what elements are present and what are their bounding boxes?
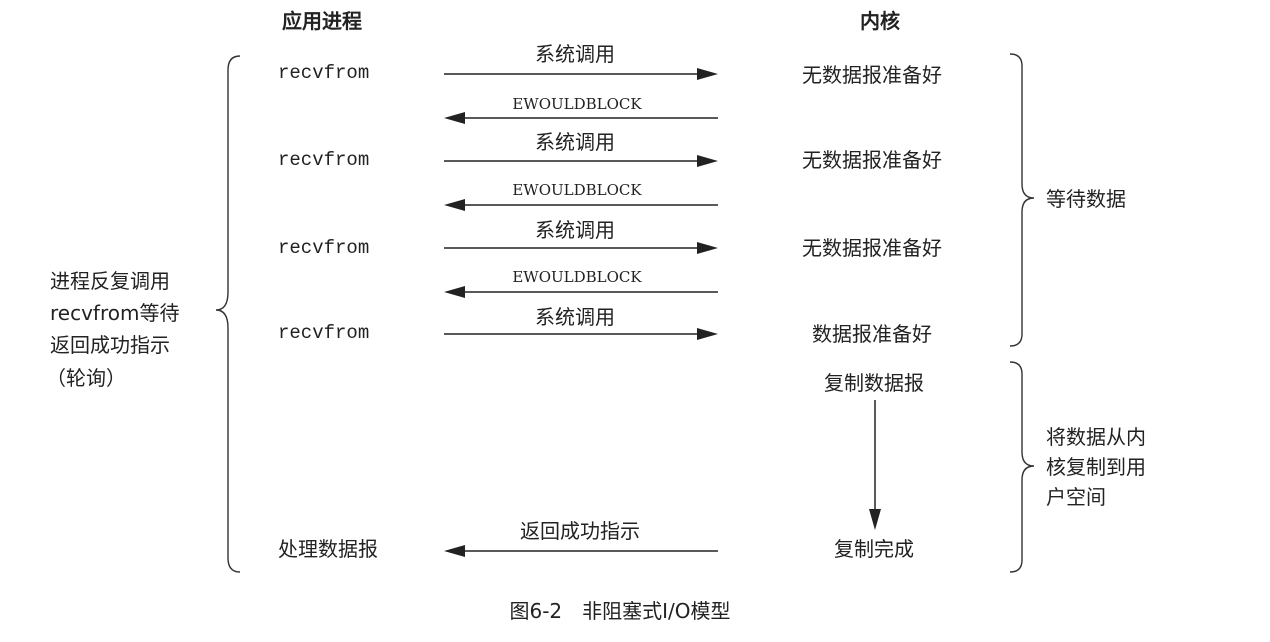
wait-data-brace <box>1009 53 1035 347</box>
left-note-line-1: 进程反复调用 <box>50 269 170 293</box>
polling-brace <box>215 55 241 573</box>
wait-data-note: 等待数据 <box>1046 187 1126 211</box>
left-note-line-2: recvfrom等待 <box>50 301 179 325</box>
figure-caption: 图6-2 非阻塞式I/O模型 <box>509 599 730 623</box>
app-row-recvfrom-3: recvfrom <box>278 237 369 259</box>
ewouldblock-label-3: EWOULDBLOCK <box>512 268 642 286</box>
app-process-header: 应用进程 <box>282 9 362 33</box>
copy-data-brace <box>1009 361 1035 573</box>
kernel-state-copy-complete: 复制完成 <box>834 537 914 561</box>
return-success-label: 返回成功指示 <box>520 519 640 543</box>
copy-note-line-1: 将数据从内 <box>1046 425 1146 449</box>
syscall-label-4: 系统调用 <box>535 305 615 329</box>
app-row-recvfrom-4: recvfrom <box>278 322 369 344</box>
syscall-label-1: 系统调用 <box>535 42 615 66</box>
kernel-state-copy-datagram: 复制数据报 <box>824 371 924 395</box>
ewouldblock-label-2: EWOULDBLOCK <box>512 181 642 199</box>
syscall-arrowhead-4 <box>697 328 718 340</box>
syscall-arrowhead-3 <box>697 242 718 254</box>
kernel-state-data-ready: 数据报准备好 <box>812 322 932 346</box>
syscall-arrowhead-1 <box>697 68 718 80</box>
copy-note-line-2: 核复制到用 <box>1046 455 1146 479</box>
app-row-recvfrom-2: recvfrom <box>278 149 369 171</box>
syscall-arrowhead-2 <box>697 155 718 167</box>
ewouldblock-arrowhead-2 <box>444 199 465 211</box>
left-note-line-4: （轮询） <box>46 366 126 390</box>
app-row-recvfrom-1: recvfrom <box>278 62 369 84</box>
syscall-label-2: 系统调用 <box>535 130 615 154</box>
copy-arrowhead <box>869 509 881 530</box>
copy-note-line-3: 户空间 <box>1046 485 1106 509</box>
kernel-state-no-data-2: 无数据报准备好 <box>802 148 942 172</box>
kernel-state-no-data-3: 无数据报准备好 <box>802 236 942 260</box>
kernel-header: 内核 <box>860 9 900 33</box>
return-success-arrowhead <box>444 545 465 557</box>
left-note-line-3: 返回成功指示 <box>50 333 170 357</box>
app-row-process-datagram: 处理数据报 <box>278 537 378 561</box>
ewouldblock-label-1: EWOULDBLOCK <box>512 95 642 113</box>
ewouldblock-arrowhead-3 <box>444 286 465 298</box>
kernel-state-no-data-1: 无数据报准备好 <box>802 63 942 87</box>
ewouldblock-arrowhead-1 <box>444 112 465 124</box>
syscall-label-3: 系统调用 <box>535 218 615 242</box>
